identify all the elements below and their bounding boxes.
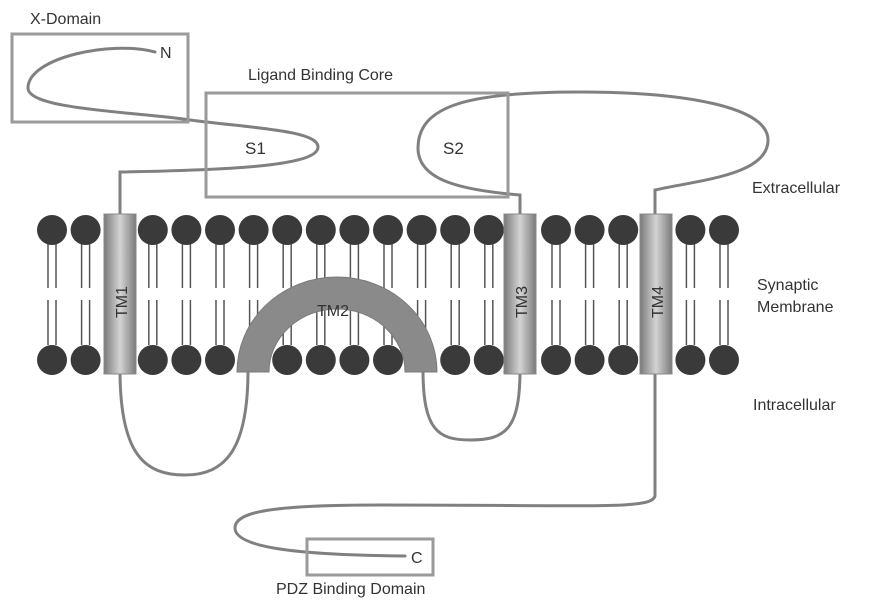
lipid-head (306, 215, 336, 245)
lipid-head (407, 215, 437, 245)
lipid-head (272, 345, 302, 375)
lipid-head (675, 215, 705, 245)
lipid-head (272, 215, 302, 245)
lipid-head (474, 215, 504, 245)
tm2-tm3-s2-segment (423, 370, 520, 440)
pdz-binding-domain-label: PDZ Binding Domain (276, 581, 425, 598)
lipid-head (239, 215, 269, 245)
tm1-label: TM1 (114, 286, 131, 318)
membrane-label: Membrane (757, 299, 834, 316)
lipid-head (37, 215, 67, 245)
c-terminal-segment (235, 370, 655, 556)
lipid-head (171, 345, 201, 375)
intracellular-label: Intracellular (753, 397, 836, 414)
lipid-head (373, 215, 403, 245)
synaptic-label: Synaptic (757, 277, 818, 294)
lipid-head (138, 345, 168, 375)
lipid-head (474, 345, 504, 375)
lipid-head (608, 215, 638, 245)
outer-leaflet-heads (37, 215, 739, 245)
lipid-head (541, 215, 571, 245)
lipid-head (71, 215, 101, 245)
lipid-head (37, 345, 67, 375)
x-domain-label: X-Domain (30, 11, 101, 28)
lipid-head (541, 345, 571, 375)
lipid-head (339, 345, 369, 375)
lipid-head (205, 215, 235, 245)
extracellular-label: Extracellular (752, 180, 841, 197)
lipid-head (709, 215, 739, 245)
lipid-head (373, 345, 403, 375)
tm2-helix (237, 277, 437, 372)
lipid-head (71, 345, 101, 375)
s1-label: S1 (245, 139, 266, 158)
tm2-label: TM2 (317, 303, 349, 320)
c-terminus-label: C (411, 550, 423, 567)
tm4-label: TM4 (650, 286, 667, 318)
lipid-head (675, 345, 705, 375)
s2-label: S2 (443, 139, 464, 158)
lipid-head (608, 345, 638, 375)
n-terminus-label: N (160, 45, 172, 62)
lipid-head (306, 345, 336, 375)
inner-leaflet-heads (37, 345, 739, 375)
lipid-head (575, 215, 605, 245)
ligand-binding-core-label: Ligand Binding Core (248, 67, 393, 84)
tm1-tm2-intracellular-loop (120, 370, 248, 475)
lipid-head (138, 215, 168, 245)
lipid-head (205, 345, 235, 375)
lipid-head (709, 345, 739, 375)
tm3-label: TM3 (514, 286, 531, 318)
lipid-head (575, 345, 605, 375)
lipid-head (440, 215, 470, 245)
s2-loop (418, 92, 768, 218)
lipid-head (171, 215, 201, 245)
lipid-head (339, 215, 369, 245)
lipid-head (440, 345, 470, 375)
